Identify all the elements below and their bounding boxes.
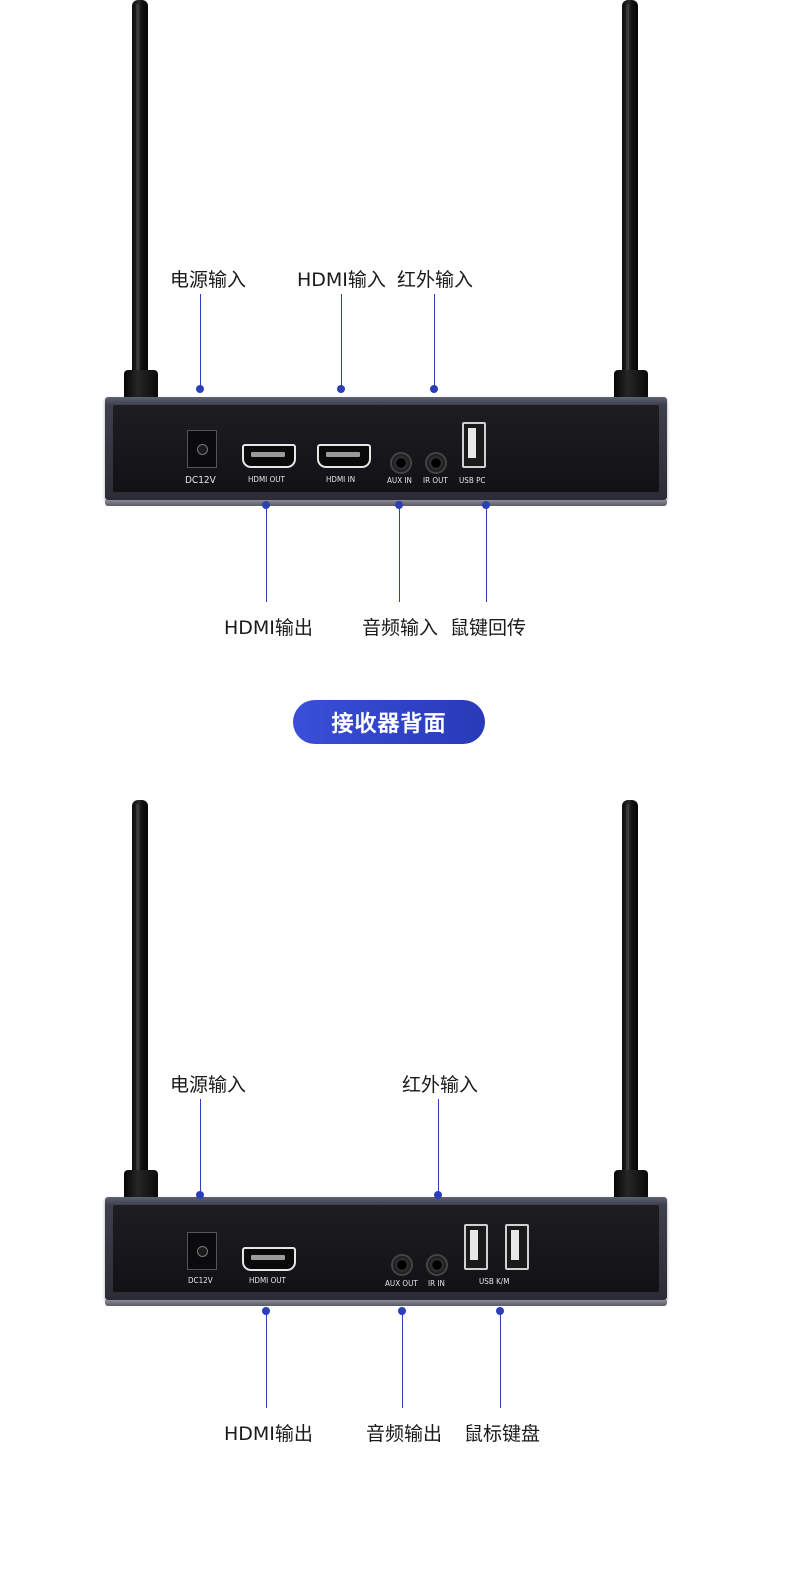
callout-line bbox=[438, 1099, 439, 1191]
port-label-ir-out: IR OUT bbox=[423, 476, 448, 485]
port-label-hdmi-out: HDMI OUT bbox=[248, 475, 285, 484]
hdmi-out-port bbox=[242, 444, 296, 468]
callout-audio-output: 音频输出 bbox=[366, 1423, 443, 1445]
callout-line bbox=[500, 1311, 501, 1408]
port-label-aux-out: AUX OUT bbox=[385, 1279, 418, 1288]
callout-audio-input: 音频输入 bbox=[362, 617, 439, 639]
ir-in-jack bbox=[426, 1254, 448, 1276]
callout-line bbox=[434, 294, 435, 389]
callout-dot bbox=[196, 385, 204, 393]
dc-power-jack bbox=[187, 430, 217, 468]
callout-dot bbox=[196, 1191, 204, 1199]
callout-dot bbox=[430, 385, 438, 393]
port-label-hdmi-in: HDMI IN bbox=[326, 475, 356, 484]
usb-km-port-2 bbox=[505, 1224, 529, 1270]
port-label-usb-pc: USB PC bbox=[459, 476, 486, 485]
port-label-aux-in: AUX IN bbox=[387, 476, 412, 485]
callout-dot bbox=[337, 385, 345, 393]
callout-line bbox=[399, 505, 400, 602]
callout-power-input: 电源输入 bbox=[170, 269, 247, 291]
aux-out-jack bbox=[391, 1254, 413, 1276]
callout-hdmi-output: HDMI输出 bbox=[224, 617, 313, 639]
callout-power-input: 电源输入 bbox=[170, 1074, 247, 1096]
callout-keyboard-mouse: 鼠标键盘 bbox=[464, 1423, 541, 1445]
callout-hdmi-output: HDMI输出 bbox=[224, 1423, 313, 1445]
hdmi-in-port bbox=[317, 444, 371, 468]
callout-line bbox=[200, 294, 201, 389]
port-label-dc: DC12V bbox=[185, 475, 216, 486]
port-label-ir-in: IR IN bbox=[428, 1279, 445, 1288]
top-device-panel: DC12V HDMI OUT HDMI IN AUX IN IR OUT USB… bbox=[0, 0, 790, 700]
ir-out-jack bbox=[425, 452, 447, 474]
bottom-device-panel: DC12V HDMI OUT AUX OUT IR IN USB K/M 电源输… bbox=[0, 800, 790, 1500]
port-label-usb-km: USB K/M bbox=[479, 1277, 510, 1286]
callout-line bbox=[486, 505, 487, 602]
callout-ir-input: 红外输入 bbox=[402, 1074, 479, 1096]
aux-in-jack bbox=[390, 452, 412, 474]
callout-line bbox=[266, 1311, 267, 1408]
callout-hdmi-input: HDMI输入 bbox=[297, 269, 386, 291]
callout-line bbox=[402, 1311, 403, 1408]
callout-dot bbox=[434, 1191, 442, 1199]
hdmi-out-port bbox=[242, 1247, 296, 1271]
callout-kvm-return: 鼠键回传 bbox=[450, 617, 527, 639]
usb-pc-port bbox=[462, 422, 486, 468]
callout-line bbox=[341, 294, 342, 389]
callout-line bbox=[266, 505, 267, 602]
section-title-pill: 接收器背面 bbox=[293, 700, 485, 744]
usb-km-port-1 bbox=[464, 1224, 488, 1270]
callout-line bbox=[200, 1099, 201, 1191]
device-rear-face: DC12V HDMI OUT AUX OUT IR IN USB K/M bbox=[105, 1197, 667, 1306]
callout-ir-input: 红外输入 bbox=[397, 269, 474, 291]
device-rear-face: DC12V HDMI OUT HDMI IN AUX IN IR OUT USB… bbox=[105, 397, 667, 506]
port-label-hdmi-out: HDMI OUT bbox=[249, 1276, 286, 1285]
port-label-dc: DC12V bbox=[188, 1276, 213, 1285]
dc-power-jack bbox=[187, 1232, 217, 1270]
